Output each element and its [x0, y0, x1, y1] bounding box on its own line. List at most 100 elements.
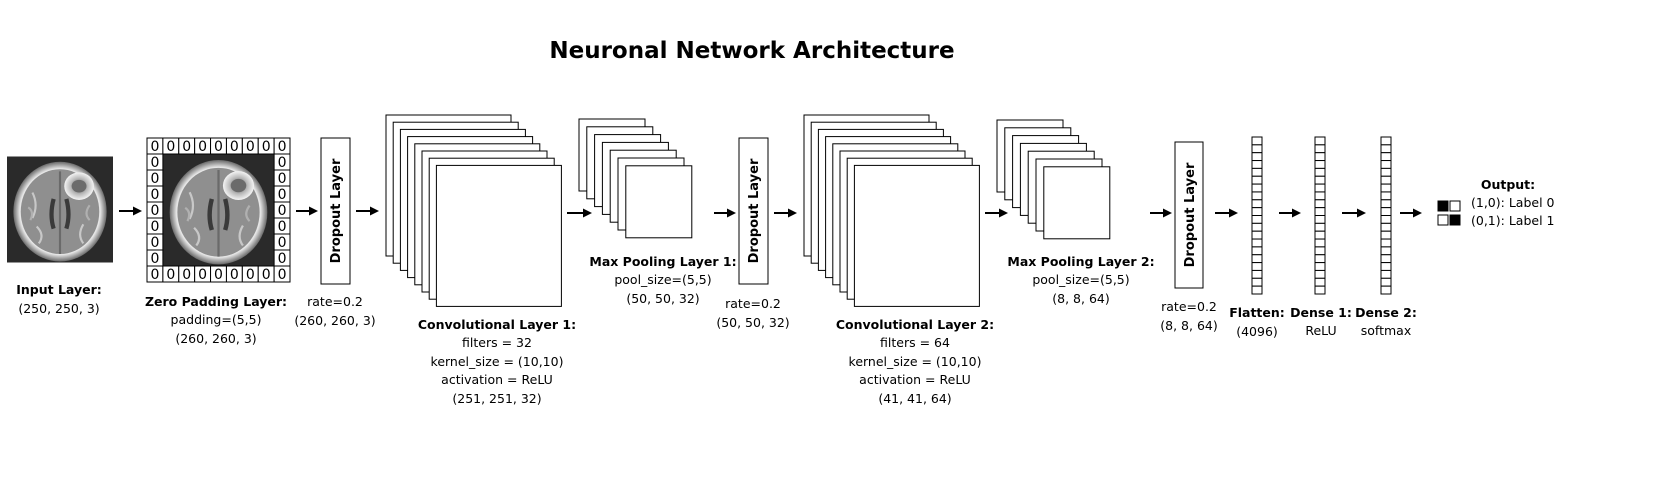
- flatten-neuron: [1251, 152, 1263, 162]
- max-pooling-1-title: Max Pooling Layer 1:: [589, 254, 736, 269]
- padding-zero: 0: [166, 267, 175, 283]
- dense-2-neuron: [1380, 191, 1392, 201]
- dense-2-neuron: [1380, 144, 1392, 154]
- dense-1-neuron: [1314, 277, 1326, 287]
- dense-1-neuron: [1314, 215, 1326, 224]
- flatten-neuron: [1251, 136, 1263, 146]
- max-pooling-1-param: pool_size=(5,5): [614, 272, 711, 287]
- padding-zero: 0: [262, 139, 271, 155]
- flatten-neuron: [1251, 160, 1263, 169]
- conv-layer-2-activation: activation = ReLU: [859, 372, 971, 387]
- dense-2-neuron: [1380, 207, 1392, 216]
- flow-arrows: [119, 206, 1422, 218]
- conv-layer-1: Convolutional Layer 1: filters = 32 kern…: [385, 114, 576, 406]
- conv-layer-2-filters: filters = 64: [880, 335, 950, 350]
- dropout-layer-2-shape: (50, 50, 32): [716, 315, 789, 330]
- dense-2-neuron: [1380, 160, 1392, 169]
- flatten-neuron: [1251, 269, 1263, 279]
- conv-layer-2: Convolutional Layer 2: filters = 64 kern…: [803, 114, 994, 406]
- conv-layer-1-shape: (251, 251, 32): [452, 391, 541, 406]
- conv-layer-1-feature-maps: [385, 114, 562, 307]
- padding-zero: 0: [278, 187, 287, 203]
- flatten-neuron: [1251, 277, 1263, 287]
- conv-1-feature-map: [435, 164, 562, 307]
- conv-layer-2-feature-maps: [803, 114, 980, 307]
- diagram-title: Neuronal Network Architecture: [549, 38, 954, 64]
- dropout-layer-1-rate: rate=0.2: [307, 294, 363, 309]
- dense-1-neuron: [1314, 207, 1326, 216]
- padding-zero: 0: [182, 267, 191, 283]
- flatten-neuron: [1251, 183, 1263, 193]
- dense-layer-1: Dense 1: ReLU: [1290, 136, 1352, 338]
- dense-1-title: Dense 1:: [1290, 305, 1352, 320]
- dropout-layer-1-shape: (260, 260, 3): [294, 313, 375, 328]
- conv-layer-1-title: Convolutional Layer 1:: [418, 317, 576, 332]
- dense-1-neuron: [1314, 269, 1326, 279]
- zero-padding-title: Zero Padding Layer:: [145, 294, 287, 309]
- dense-1-neuron: [1314, 175, 1326, 185]
- dense-2-neuron: [1380, 136, 1392, 146]
- padding-zero: 0: [166, 139, 175, 155]
- flatten-title: Flatten:: [1229, 305, 1285, 320]
- dense-2-neuron: [1380, 183, 1392, 193]
- dense-1-neuron: [1314, 254, 1326, 264]
- flatten-neuron: [1251, 262, 1263, 271]
- padding-cell: [273, 265, 291, 283]
- flatten-neurons: [1251, 136, 1263, 295]
- dropout-layer-1: Dropout Layer rate=0.2 (260, 260, 3): [294, 137, 376, 328]
- padding-zero: 0: [278, 251, 287, 267]
- pool-1-feature-map: [625, 165, 693, 239]
- dense-2-neurons: [1380, 136, 1392, 295]
- padding-zero: 0: [278, 219, 287, 235]
- padding-zero: 0: [214, 139, 223, 155]
- dense-2-activation: softmax: [1361, 323, 1411, 338]
- padding-zero: 0: [230, 139, 239, 155]
- padding-zero: 0: [278, 139, 287, 155]
- input-layer-shape: (250, 250, 3): [18, 301, 99, 316]
- dense-1-neuron: [1314, 136, 1326, 146]
- flatten-neuron: [1251, 254, 1263, 264]
- dense-2-neuron: [1380, 246, 1392, 256]
- output-label-0-empty-box: [1449, 200, 1461, 212]
- padding-zero: 0: [198, 139, 207, 155]
- output-title: Output:: [1481, 177, 1535, 192]
- max-pooling-layer-1-maps: [578, 118, 693, 239]
- dense-1-neuron: [1314, 167, 1326, 177]
- flatten-neuron: [1251, 167, 1263, 177]
- max-pooling-1-shape: (50, 50, 32): [626, 291, 699, 306]
- dense-1-neuron: [1314, 199, 1326, 209]
- max-pooling-layer-1: Max Pooling Layer 1: pool_size=(5,5) (50…: [578, 118, 737, 306]
- dense-1-neuron: [1314, 191, 1326, 201]
- brain-mri-scan-icon: [7, 157, 113, 263]
- padding-zero: 0: [150, 203, 159, 219]
- dense-2-neuron: [1380, 254, 1392, 264]
- dense-2-neuron: [1380, 152, 1392, 162]
- dropout-layer-3: Dropout Layer rate=0.2 (8, 8, 64): [1160, 141, 1218, 333]
- padding-zero: 0: [278, 171, 287, 187]
- dense-2-title: Dense 2:: [1355, 305, 1417, 320]
- dense-2-neuron: [1380, 277, 1392, 287]
- padding-zero: 0: [262, 267, 271, 283]
- padding-zero: 0: [150, 155, 159, 171]
- dense-2-neuron: [1380, 285, 1392, 295]
- dense-1-neuron: [1314, 152, 1326, 162]
- padding-zero: 0: [214, 267, 223, 283]
- dense-1-neuron: [1314, 230, 1326, 240]
- padding-zero: 0: [150, 235, 159, 251]
- input-layer: Input Layer: (250, 250, 3): [7, 157, 113, 316]
- flatten-neuron: [1251, 246, 1263, 256]
- dropout-layer-2: Dropout Layer rate=0.2 (50, 50, 32): [716, 137, 790, 330]
- padding-zero: 0: [150, 171, 159, 187]
- padding-zero: 0: [278, 155, 287, 171]
- zero-padding-param: padding=(5,5): [171, 312, 262, 327]
- output-label-1: (0,1): Label 1: [1471, 213, 1554, 228]
- dense-2-neuron: [1380, 238, 1392, 248]
- dense-2-neuron: [1380, 230, 1392, 240]
- dense-1-neuron: [1314, 285, 1326, 295]
- max-pooling-2-param: pool_size=(5,5): [1032, 272, 1129, 287]
- dense-2-neuron: [1380, 215, 1392, 224]
- flatten-neuron: [1251, 285, 1263, 295]
